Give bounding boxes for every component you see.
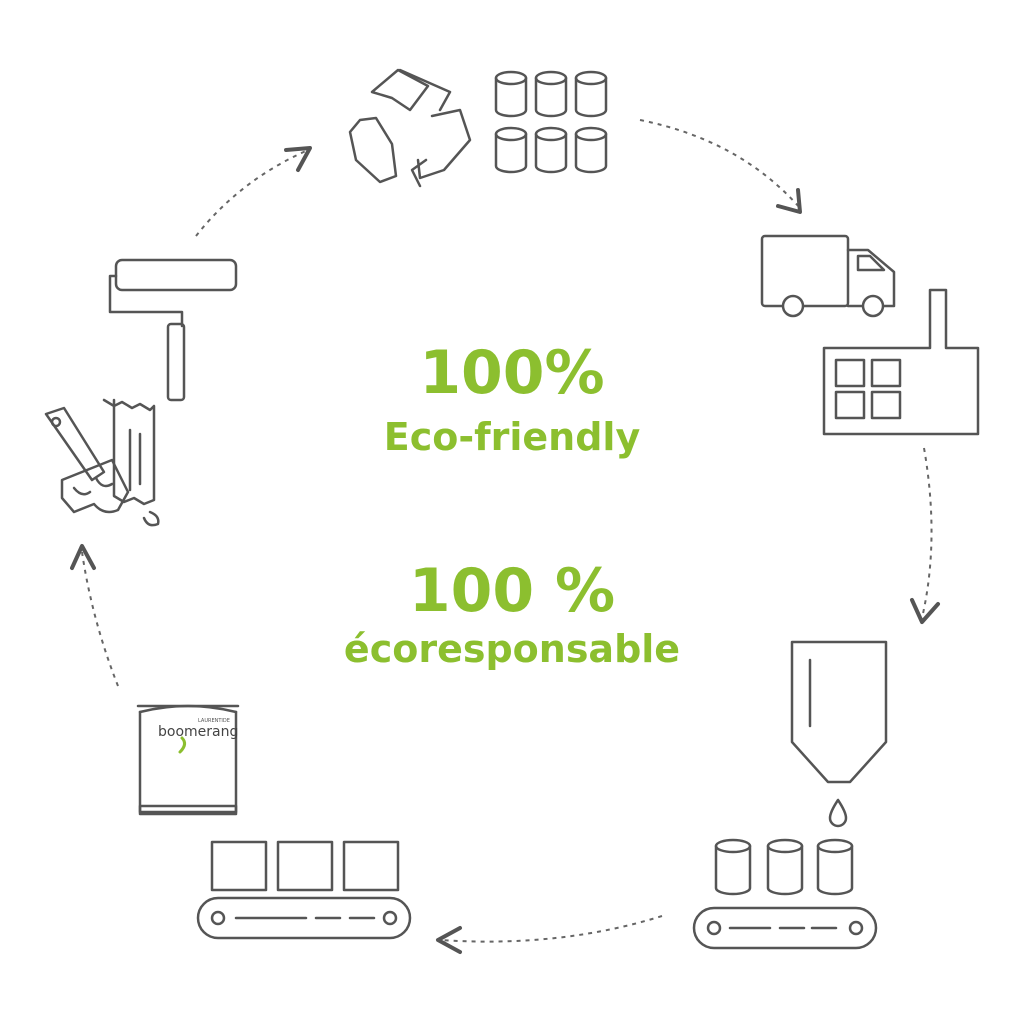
- arrow-recycle-to-truck: [639, 119, 802, 214]
- arrow-can-to-brush: [70, 544, 119, 687]
- can-small-label: LAURENTIDE: [198, 718, 230, 724]
- headline-ecoresponsable: écoresponsable: [343, 627, 681, 671]
- cans-icon: [494, 70, 608, 174]
- headline-percent-en: 100%: [419, 338, 605, 408]
- paint-can-icon: LAURENTIDE boomerang: [136, 704, 240, 816]
- headline-eco-friendly: Eco-friendly: [383, 415, 641, 459]
- arrow-filling-to-boxes: [436, 915, 663, 954]
- arrow-roller-to-recycle: [195, 146, 312, 237]
- filling-conveyor-icon: [692, 838, 878, 950]
- truck-icon: [760, 234, 896, 318]
- hopper-icon: [790, 640, 888, 828]
- brush-icon: [44, 398, 160, 527]
- headline-percent-fr: 100 %: [408, 556, 616, 626]
- can-brand-label: boomerang: [158, 724, 238, 740]
- recycle-icon: [348, 68, 472, 188]
- arrow-factory-to-hopper: [910, 447, 940, 624]
- box-conveyor-icon: [196, 840, 412, 940]
- roller-icon: [108, 258, 238, 402]
- factory-icon: [822, 288, 980, 436]
